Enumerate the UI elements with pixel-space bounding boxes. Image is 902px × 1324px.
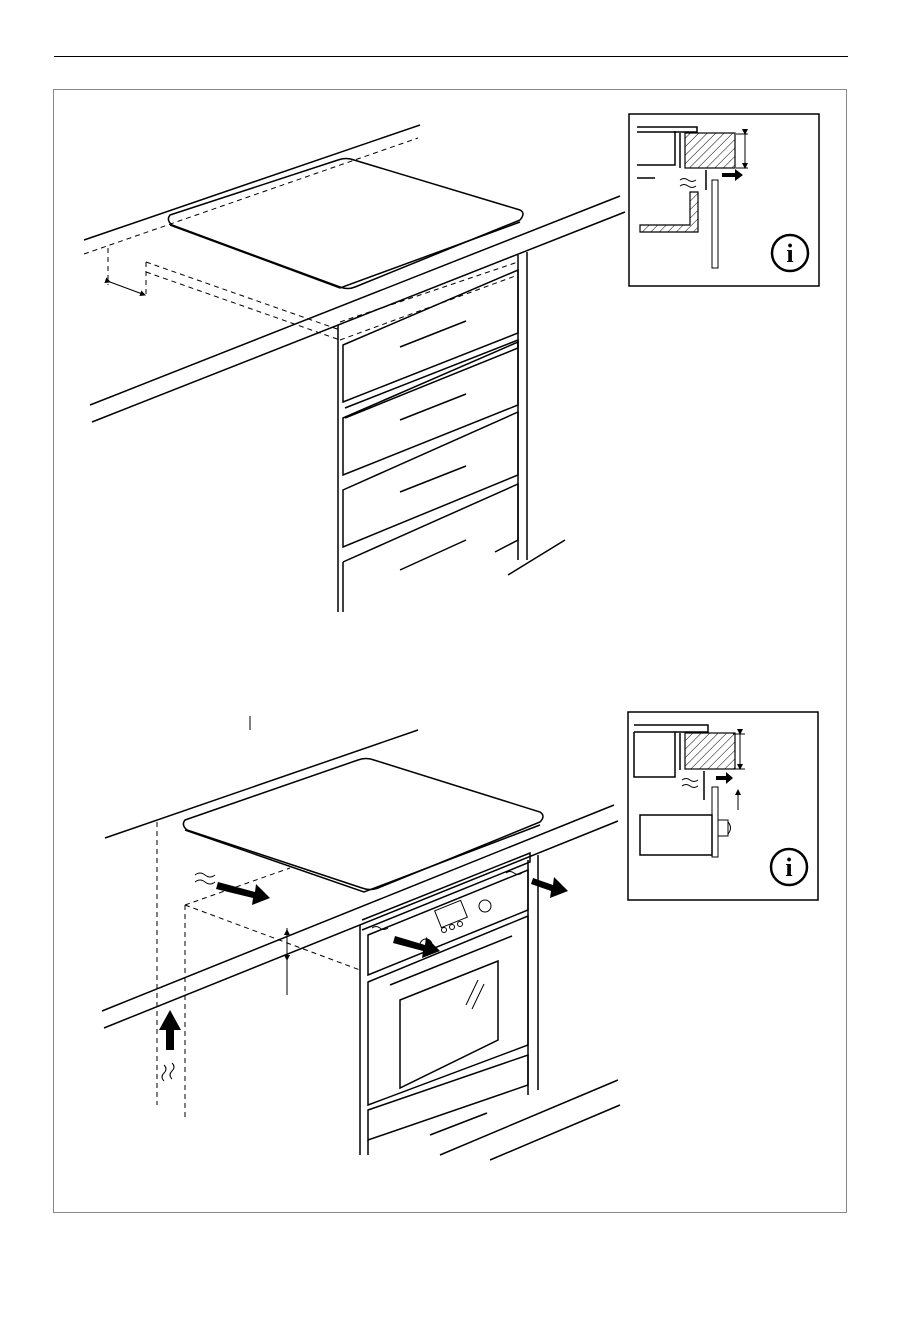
figure-hob-over-oven [102, 716, 620, 1160]
hob-plate [168, 159, 523, 289]
airflow-arrows [159, 872, 568, 1082]
oven-cabinet [360, 853, 620, 1160]
information-icon: i [771, 849, 807, 885]
information-icon: i [772, 235, 808, 271]
svg-text:i: i [785, 853, 792, 882]
worktop [84, 125, 625, 422]
svg-text:i: i [786, 239, 793, 268]
drawer-1 [343, 270, 518, 418]
figure-hob-over-drawers [84, 125, 625, 612]
inset-detail-2: i [628, 712, 818, 900]
drawer-cabinet [338, 252, 565, 612]
cutout-outline [108, 248, 518, 340]
inset-detail-1: i [629, 114, 819, 286]
drawer-3 [343, 412, 518, 547]
cutout-outline [157, 822, 360, 1118]
oven-door [368, 916, 528, 1105]
oven-knob-2 [479, 900, 491, 912]
drawer-4 [343, 484, 518, 612]
hob-plate [183, 759, 543, 893]
